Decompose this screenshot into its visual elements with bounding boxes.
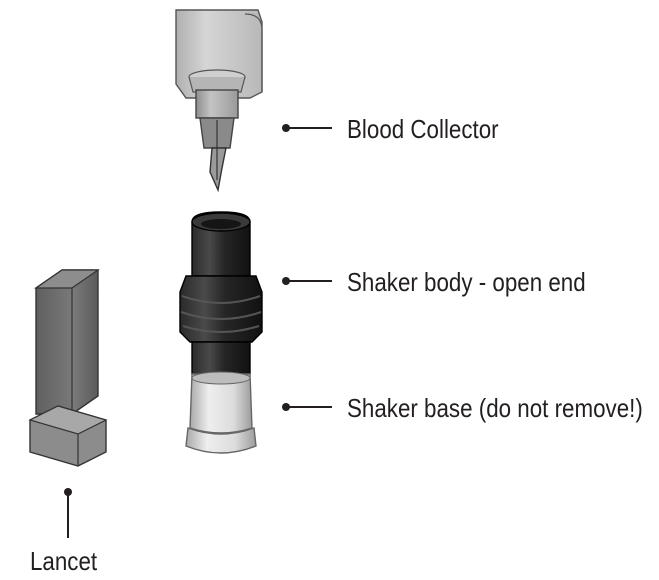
blood-collector-label: Blood Collector	[347, 114, 499, 144]
leader-shaker-body	[282, 277, 332, 285]
lancet-part	[28, 269, 108, 467]
leader-shaker-base	[282, 403, 332, 411]
shaker-body-part	[179, 211, 263, 375]
leader-lancet	[64, 488, 72, 538]
shaker-base-label: Shaker base (do not remove!)	[347, 393, 643, 423]
shaker-base-part	[185, 371, 257, 454]
shaker-body-label: Shaker body - open end	[347, 267, 586, 297]
leader-blood-collector	[282, 124, 332, 132]
blood-collector-part	[175, 9, 263, 193]
lancet-label: Lancet	[30, 546, 98, 576]
